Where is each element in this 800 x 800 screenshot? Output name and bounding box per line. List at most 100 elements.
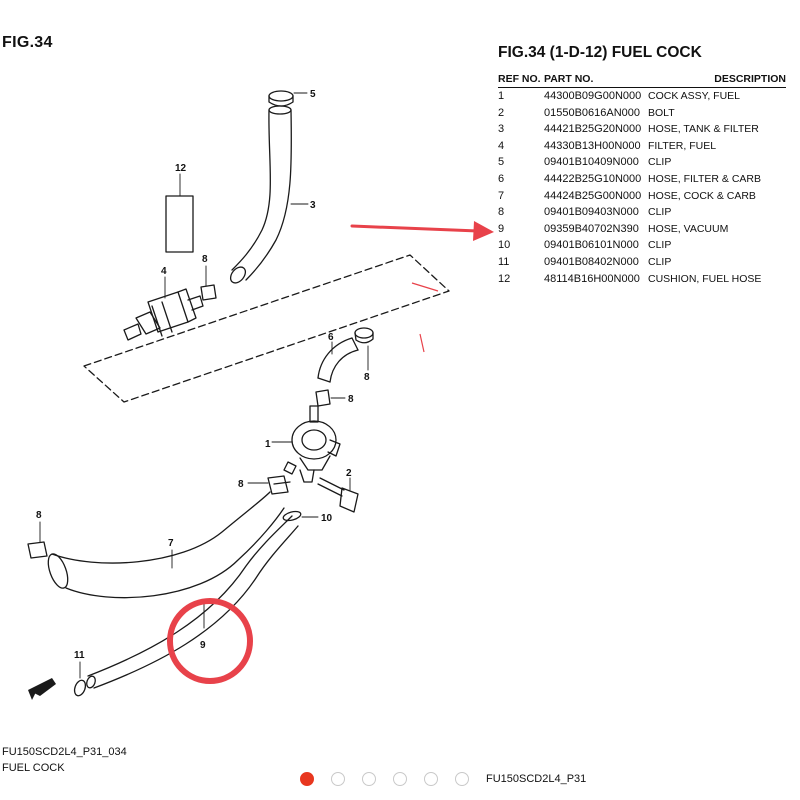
callout-2: 2 <box>346 468 352 479</box>
part-number: 44424B25G00N000 <box>544 189 642 202</box>
clip-part-8-left <box>27 541 48 559</box>
part-description: CLIP <box>648 255 672 268</box>
fuel-filter <box>123 288 204 341</box>
header-ref-no: REF NO. <box>498 72 544 88</box>
clip-part-11 <box>73 679 87 697</box>
part-number: 44422B25G10N000 <box>544 172 642 185</box>
part-ref-no: 11 <box>498 255 510 268</box>
callout-8-filter: 8 <box>202 254 208 265</box>
clip-part-5 <box>268 90 294 107</box>
callout-5: 5 <box>310 89 316 100</box>
parts-table-body: 1 44300B09G00N000 COCK ASSY, FUEL 2 01550B06… <box>498 88 786 288</box>
callout-12: 12 <box>175 163 187 174</box>
carousel-dot-1[interactable] <box>300 772 314 786</box>
part-ref-no: 7 <box>498 189 505 202</box>
part-description: HOSE, VACUUM <box>648 222 729 235</box>
clip-part-8-hose7 <box>267 475 291 495</box>
parts-row: 6 44422B25G10N000 HOSE, FILTER & CARB <box>498 171 786 188</box>
figure-footer-code: FU150SCD2L4_P31_034 <box>2 746 127 758</box>
hose-cock-carb <box>47 491 285 599</box>
carousel-dot-5[interactable] <box>424 772 438 786</box>
part-number: 09401B09403N000 <box>544 206 639 219</box>
parts-table-header: REF NO. PART NO. DESCRIPTION <box>498 72 786 88</box>
parts-list-title: FIG.34 (1-D-12) FUEL COCK <box>498 44 702 61</box>
parts-row: 2 01550B0616AN000 BOLT <box>498 105 786 122</box>
part-number: 09401B08402N000 <box>544 255 639 268</box>
hose-vacuum <box>86 515 299 689</box>
parts-row: 9 09359B40702N390 HOSE, VACUUM <box>498 221 786 238</box>
carousel-dot-3[interactable] <box>362 772 376 786</box>
figure-label: FIG.34 <box>2 34 53 51</box>
part-number: 44421B25G20N000 <box>544 123 642 136</box>
part-number: 01550B0616AN000 <box>544 106 641 119</box>
cushion-fuel-hose <box>165 195 194 253</box>
part-ref-no: 3 <box>498 123 505 136</box>
callout-3: 3 <box>310 200 316 211</box>
figure-footer-name: FUEL COCK <box>2 762 65 774</box>
carousel-dot-4[interactable] <box>393 772 407 786</box>
annotation-arrow-icon <box>473 221 494 241</box>
hose-tank-filter <box>229 105 292 284</box>
part-number: 09359B40702N390 <box>544 222 639 235</box>
annotation-arrow-line <box>350 224 480 233</box>
part-description: CUSHION, FUEL HOSE <box>648 272 762 285</box>
parts-row: 1 44300B09G00N000 COCK ASSY, FUEL <box>498 88 786 105</box>
part-ref-no: 12 <box>498 272 511 285</box>
callout-6: 6 <box>328 332 334 343</box>
callout-9: 9 <box>200 640 206 651</box>
part-number: 09401B06101N000 <box>544 239 639 252</box>
parts-row: 12 48114B16H00N000 CUSHION, FUEL HOSE <box>498 271 786 288</box>
header-description: DESCRIPTION <box>648 72 786 88</box>
part-description: HOSE, FILTER & CARB <box>648 172 761 185</box>
part-ref-no: 5 <box>498 156 505 169</box>
annotation-mark-tick <box>419 333 425 353</box>
part-ref-no: 4 <box>498 139 505 152</box>
fuel-cock-assy <box>283 405 341 483</box>
front-direction-icon <box>28 678 56 700</box>
carousel-dot-2[interactable] <box>331 772 345 786</box>
parts-row: 3 44421B25G20N000 HOSE, TANK & FILTER <box>498 121 786 138</box>
annotation-mark-small <box>411 282 439 292</box>
callout-1: 1 <box>265 439 271 450</box>
carousel-pagination <box>300 772 469 786</box>
callout-8-left: 8 <box>36 510 42 521</box>
part-description: CLIP <box>648 156 672 169</box>
part-ref-no: 9 <box>498 222 505 235</box>
part-description: CLIP <box>648 239 672 252</box>
figure-page-code: FU150SCD2L4_P31 <box>486 773 587 785</box>
callout-8-hose7: 8 <box>238 479 244 490</box>
part-number: 09401B10409N000 <box>544 156 639 169</box>
part-number: 44330B13H00N000 <box>544 139 641 152</box>
annotation-layer <box>167 221 494 684</box>
parts-row: 8 09401B09403N000 CLIP <box>498 204 786 221</box>
part-ref-no: 2 <box>498 106 505 119</box>
parts-row: 11 09401B08402N000 CLIP <box>498 254 786 271</box>
part-description: CLIP <box>648 206 672 219</box>
callout-7: 7 <box>168 538 174 549</box>
reference-frame <box>83 254 450 403</box>
carousel-dot-6[interactable] <box>455 772 469 786</box>
part-ref-no: 1 <box>498 90 505 102</box>
part-ref-no: 8 <box>498 206 505 219</box>
bolt <box>317 477 359 513</box>
part-description: BOLT <box>648 106 675 119</box>
clip-part-8-cock <box>315 389 331 407</box>
hose-filter-carb <box>317 337 359 383</box>
part-description: HOSE, TANK & FILTER <box>648 123 759 136</box>
part-number: 48114B16H00N000 <box>544 272 640 285</box>
clip-part-10 <box>282 510 302 522</box>
callout-4: 4 <box>161 266 167 277</box>
part-description: FILTER, FUEL <box>648 139 717 152</box>
part-ref-no: 6 <box>498 172 505 185</box>
callout-8-cock: 8 <box>348 394 354 405</box>
callout-8-hose6: 8 <box>364 372 370 383</box>
header-part-no: PART NO. <box>544 72 648 88</box>
clip-part-8-hose6 <box>354 327 374 344</box>
part-number: 44300B09G00N000 <box>544 90 642 102</box>
part-description: COCK ASSY, FUEL <box>648 90 741 102</box>
callout-10: 10 <box>321 513 333 524</box>
callout-11: 11 <box>74 650 85 661</box>
